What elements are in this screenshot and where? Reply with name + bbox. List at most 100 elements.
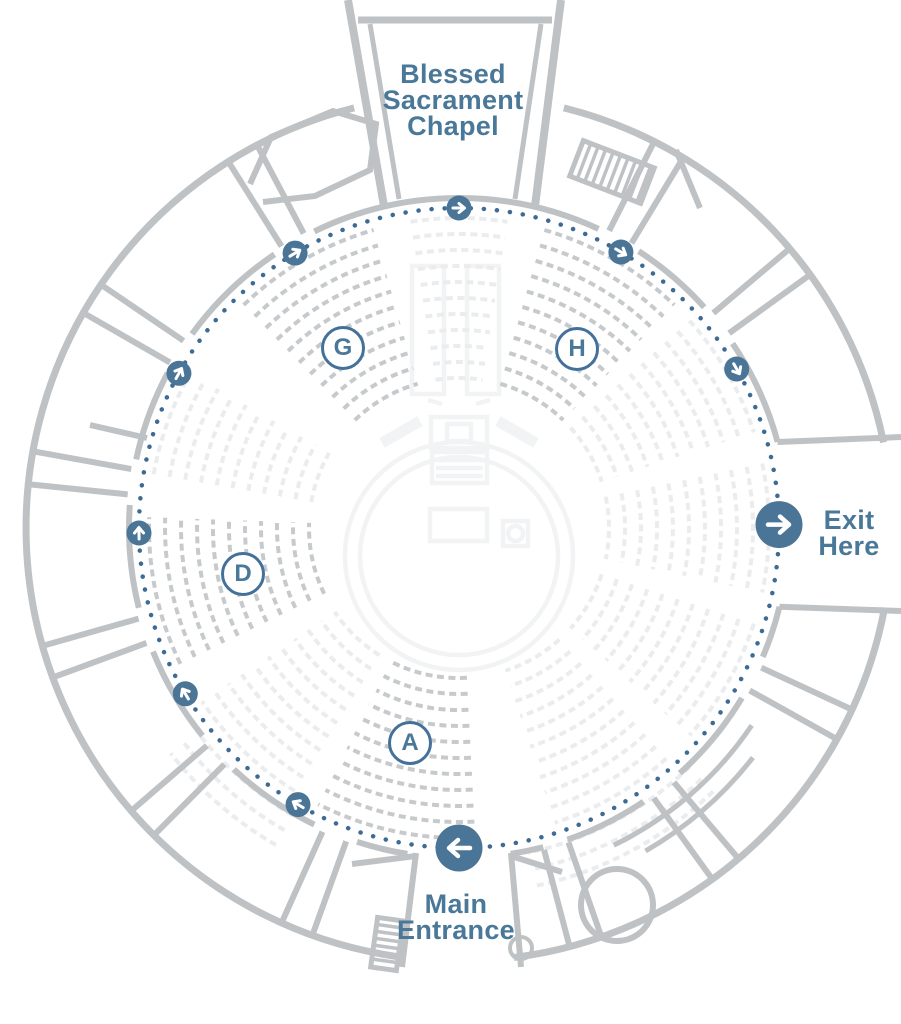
pew-row: [676, 618, 741, 727]
spoke-wall: [760, 664, 851, 712]
pew-row: [760, 463, 771, 593]
route-arrow-marker: [166, 360, 192, 386]
pew-row: [554, 756, 668, 825]
pew-row: [616, 593, 665, 673]
pew-row: [324, 788, 475, 825]
wall: [673, 148, 703, 210]
pew-row: [415, 248, 503, 256]
room-arc-wall: [612, 724, 754, 848]
main-entrance-marker: [435, 824, 483, 872]
pew-row: [332, 610, 381, 657]
room-arc-wall: [644, 756, 755, 854]
spoke-wall: [255, 146, 307, 235]
route-arrow-marker: [172, 681, 198, 707]
walls: [22, 0, 901, 974]
exit-label-line: Exit: [823, 505, 875, 535]
sanctuary: [342, 263, 576, 673]
pew-row: [286, 289, 392, 353]
pew-row: [535, 258, 654, 330]
pew-row: [534, 709, 625, 764]
pew-row: [744, 466, 755, 590]
pew-row: [339, 759, 473, 792]
pew-row: [524, 685, 604, 734]
pew-row: [519, 673, 593, 719]
pew-row: [331, 351, 410, 399]
pew-row: [214, 403, 248, 486]
spoke-wall: [101, 283, 186, 344]
wall: [399, 852, 419, 968]
pew-row: [293, 444, 317, 500]
spoke-wall: [153, 762, 227, 836]
pew-row: [346, 745, 473, 777]
route-arrow-marker: [446, 195, 472, 221]
pew-row: [514, 661, 583, 704]
pew-row: [580, 578, 619, 641]
arrow-right-icon: [765, 514, 792, 535]
route-arrow-icon: [179, 687, 191, 701]
pew-row: [652, 608, 711, 705]
spoke-wall: [727, 274, 810, 336]
inner-ring-wall: [677, 696, 745, 776]
font-circle: [508, 935, 534, 961]
arrow-left-icon: [446, 837, 473, 859]
pew-row: [279, 646, 347, 712]
pew-row: [713, 473, 723, 583]
pew-row: [342, 366, 414, 411]
pew-row: [616, 383, 665, 463]
staircase: [566, 137, 658, 207]
pew-row: [199, 396, 234, 483]
wall: [508, 852, 524, 968]
pew-row: [526, 289, 632, 353]
inner-ring-wall: [637, 248, 707, 310]
spoke-wall: [131, 743, 209, 812]
chapel-label-line: Sacrament: [382, 85, 524, 115]
spoke-wall: [35, 448, 132, 472]
pew-row: [147, 517, 183, 665]
pew-row: [676, 329, 741, 438]
pew-row: [619, 493, 627, 563]
spoke-wall: [279, 830, 326, 922]
pew-row: [253, 664, 330, 739]
wall: [351, 853, 417, 867]
pew-row: [728, 469, 739, 587]
pew-row: [530, 274, 643, 341]
spoke-wall: [84, 311, 172, 366]
pew-row: [182, 741, 286, 832]
route-arrow-marker: [724, 356, 750, 382]
pew-row: [179, 518, 211, 651]
pew-row: [504, 366, 576, 411]
spoke-wall: [628, 158, 685, 245]
pew-row: [529, 697, 615, 749]
inner-ring-wall: [760, 605, 783, 659]
pew-row: [200, 700, 296, 793]
section-badge-g: G: [321, 326, 365, 370]
route-dotted-circle: [136, 205, 782, 851]
inner-ring-wall: [189, 251, 277, 336]
spoke-wall: [227, 162, 285, 248]
pew-row: [430, 343, 488, 351]
route-arrow-icon: [173, 366, 185, 381]
section-badge-letter: H: [568, 335, 586, 362]
pew-row: [539, 721, 636, 780]
main-entrance-label-line: Main: [424, 889, 488, 919]
pew-row: [262, 428, 290, 494]
pew-row: [226, 682, 313, 766]
route-arrow-icon: [133, 526, 145, 541]
pew-row: [592, 583, 635, 652]
pew-row: [432, 360, 486, 366]
pew-row: [389, 659, 468, 681]
pew-row: [687, 319, 756, 433]
pew-row: [628, 598, 680, 684]
pew-row: [628, 372, 680, 458]
inner-ring-wall: [730, 341, 781, 443]
pew-row: [499, 381, 565, 422]
pew-row: [569, 573, 604, 630]
wall: [531, 0, 565, 207]
pew-row: [604, 394, 650, 468]
pew-row: [183, 388, 220, 481]
inner-ring-wall: [566, 799, 646, 843]
pew-row: [306, 628, 364, 684]
pew-row: [580, 415, 619, 478]
